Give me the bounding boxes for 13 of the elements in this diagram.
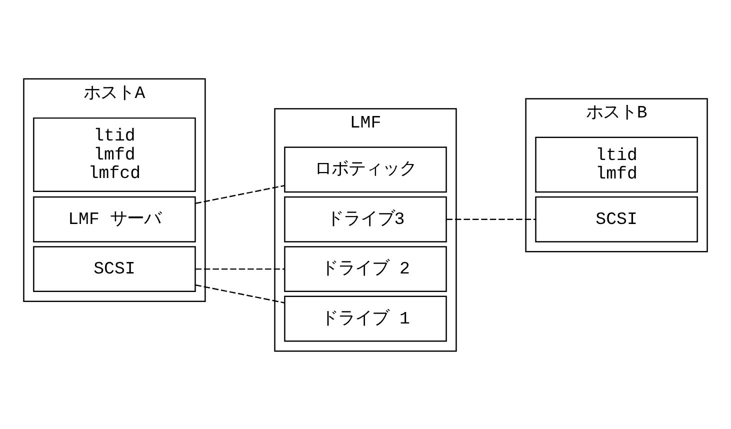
node-box: LMF サーバ bbox=[33, 196, 196, 242]
node-box: ltid lmfd lmfcd bbox=[33, 116, 196, 192]
node-box: SCSI bbox=[33, 246, 196, 292]
connector bbox=[195, 284, 285, 303]
node-box: ドライブ 1 bbox=[284, 295, 447, 342]
node-box: ドライブ3 bbox=[284, 196, 447, 242]
connector bbox=[195, 184, 285, 204]
node-box: SCSI bbox=[535, 196, 698, 242]
node-box: ltid lmfd bbox=[535, 136, 698, 192]
node-box: ドライブ 2 bbox=[284, 246, 447, 292]
node-box: ロボティック bbox=[284, 146, 447, 192]
connector bbox=[446, 218, 536, 220]
connector bbox=[195, 268, 285, 270]
